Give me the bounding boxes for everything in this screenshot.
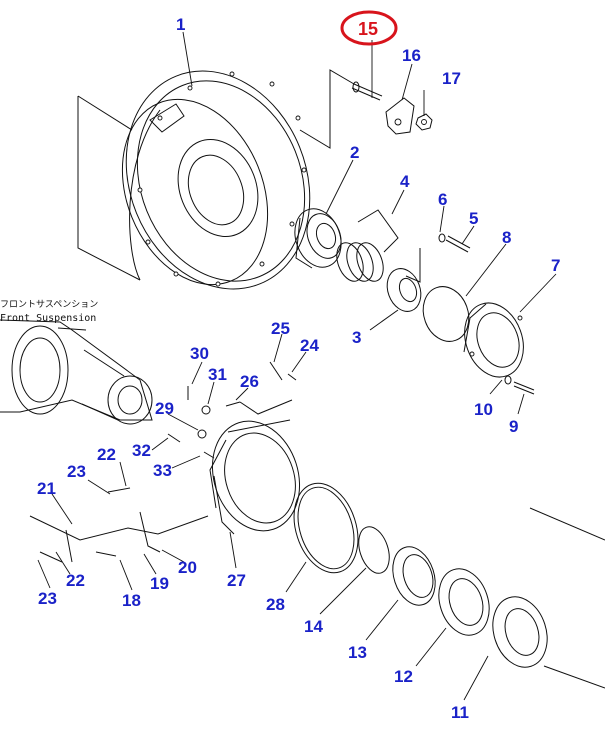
part-11-bearing [492, 507, 605, 689]
label-part-23b: 23 [38, 589, 57, 608]
label-part-21: 21 [37, 479, 56, 498]
part-14-o-ring [358, 526, 390, 574]
label-part-9: 9 [509, 417, 518, 436]
label-part-19: 19 [150, 574, 169, 593]
part-9-10-bolt-washer [504, 375, 535, 395]
label-part-7: 7 [551, 256, 560, 275]
front-suspension-assembly [0, 319, 153, 425]
part-3-flange [369, 268, 422, 331]
label-part-20: 20 [178, 558, 197, 577]
label-part-24: 24 [300, 336, 319, 355]
highlight-circle-15 [340, 10, 398, 46]
part-12-bearing [438, 568, 490, 636]
part-27-ring-carrier [209, 419, 301, 535]
label-part-23a: 23 [67, 462, 86, 481]
label-part-15: 15 [358, 19, 378, 39]
part-5-6-bolt-washer [405, 233, 471, 283]
label-part-2: 2 [350, 143, 359, 162]
label-part-26: 26 [240, 372, 259, 391]
part-4-disc-stack [336, 209, 399, 282]
label-part-30: 30 [190, 344, 209, 363]
label-part-14: 14 [304, 617, 323, 636]
part-16-lock-plate [385, 97, 415, 135]
label-part-10: 10 [474, 400, 493, 419]
label-part-22a: 22 [97, 445, 116, 464]
small-hardware-group [29, 361, 297, 563]
label-part-18: 18 [122, 591, 141, 610]
label-part-29: 29 [155, 399, 174, 418]
label-part-13: 13 [348, 643, 367, 662]
label-part-25: 25 [271, 319, 290, 338]
leader-lines [37, 31, 557, 701]
label-part-27: 27 [227, 571, 246, 590]
label-part-5: 5 [469, 209, 478, 228]
label-part-22b: 22 [66, 571, 85, 590]
part-13-seal [392, 546, 436, 606]
part-2-bearing [294, 208, 342, 269]
caption-english: Front Suspension [0, 313, 96, 324]
part-17-nut [415, 113, 433, 131]
label-part-17: 17 [442, 69, 461, 88]
label-part-32: 32 [132, 441, 151, 460]
part-28-snap-ring [293, 482, 359, 574]
part-1-housing [77, 69, 355, 290]
label-part-3: 3 [352, 328, 361, 347]
label-part-28: 28 [266, 595, 285, 614]
label-part-6: 6 [438, 190, 447, 209]
label-part-1: 1 [176, 15, 185, 34]
label-part-31: 31 [208, 365, 227, 384]
label-part-11: 11 [451, 703, 469, 722]
caption-japanese: フロントサスペンション [0, 299, 98, 310]
part-8-o-ring [422, 286, 470, 342]
part-7-cover [463, 302, 524, 378]
label-part-33: 33 [153, 461, 172, 480]
label-part-8: 8 [502, 228, 511, 247]
label-part-12: 12 [394, 667, 413, 686]
part-15-bolt [351, 81, 383, 101]
label-part-16: 16 [402, 46, 421, 65]
label-part-4: 4 [400, 172, 410, 191]
